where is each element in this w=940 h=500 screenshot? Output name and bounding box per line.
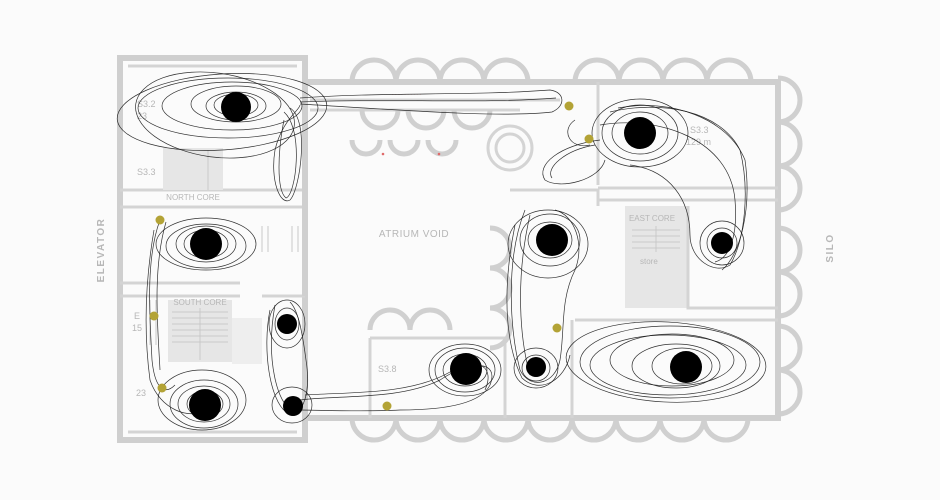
- node-east: [711, 232, 733, 254]
- room-code-s33-right: S3.3: [690, 125, 709, 135]
- node-south-upper: [277, 314, 297, 334]
- markers-layer: [149, 101, 594, 411]
- bottom-vaults: [349, 417, 751, 443]
- north-core-label: NORTH CORE: [166, 193, 220, 202]
- marker: [552, 323, 562, 333]
- node-west-lower: [189, 389, 221, 421]
- marker: [382, 401, 392, 411]
- north-core-block: [163, 148, 223, 190]
- marker: [564, 101, 574, 111]
- east-core-block: [625, 206, 687, 308]
- top-vaults: [349, 57, 754, 83]
- trace-central: [506, 209, 589, 389]
- marker: [155, 215, 165, 225]
- silo-label: SILO: [825, 233, 836, 262]
- store-label: store: [640, 257, 658, 266]
- room-area-s32: 23: [137, 111, 147, 121]
- east-stair: [632, 226, 680, 252]
- node-northeast: [624, 117, 656, 149]
- south-stair: [172, 308, 228, 360]
- right-silo-arcs: [777, 75, 803, 417]
- node-south-lower: [283, 396, 303, 416]
- trace-south: [266, 299, 502, 424]
- atrium-void-label: ATRIUM VOID: [379, 229, 449, 240]
- room-code-s38: S3.8: [378, 364, 397, 374]
- node-southeast: [670, 351, 702, 383]
- node-south-middle: [450, 353, 482, 385]
- room-code-s33-left: S3.3: [137, 167, 156, 177]
- architecture-layer: · · · · · · · · · ·: [117, 55, 803, 443]
- room-area-lower-left: 23: [136, 388, 146, 398]
- east-core-label: EAST CORE: [629, 214, 675, 223]
- path-traces: [116, 71, 767, 431]
- trace-southeast: [565, 321, 767, 403]
- node-central-lower: [526, 357, 546, 377]
- node-northwest: [221, 92, 251, 122]
- node-west-upper: [190, 228, 222, 260]
- atrium-arcade: [349, 109, 534, 351]
- nodes-layer: [189, 92, 733, 421]
- south-core-label: SOUTH CORE: [173, 298, 226, 307]
- south-core-annex: [232, 318, 262, 364]
- svg-text:· · · · · · · · · ·: · · · · · · · · · ·: [392, 92, 421, 98]
- elevator-label: ELEVATOR: [96, 218, 107, 283]
- marker: [149, 311, 159, 321]
- marker: [157, 383, 167, 393]
- marker: [584, 134, 594, 144]
- node-central-upper: [536, 224, 568, 256]
- room-code-e: E: [134, 311, 140, 321]
- room-code-s32: S3.2: [137, 99, 156, 109]
- room-area-e: 15: [132, 323, 142, 333]
